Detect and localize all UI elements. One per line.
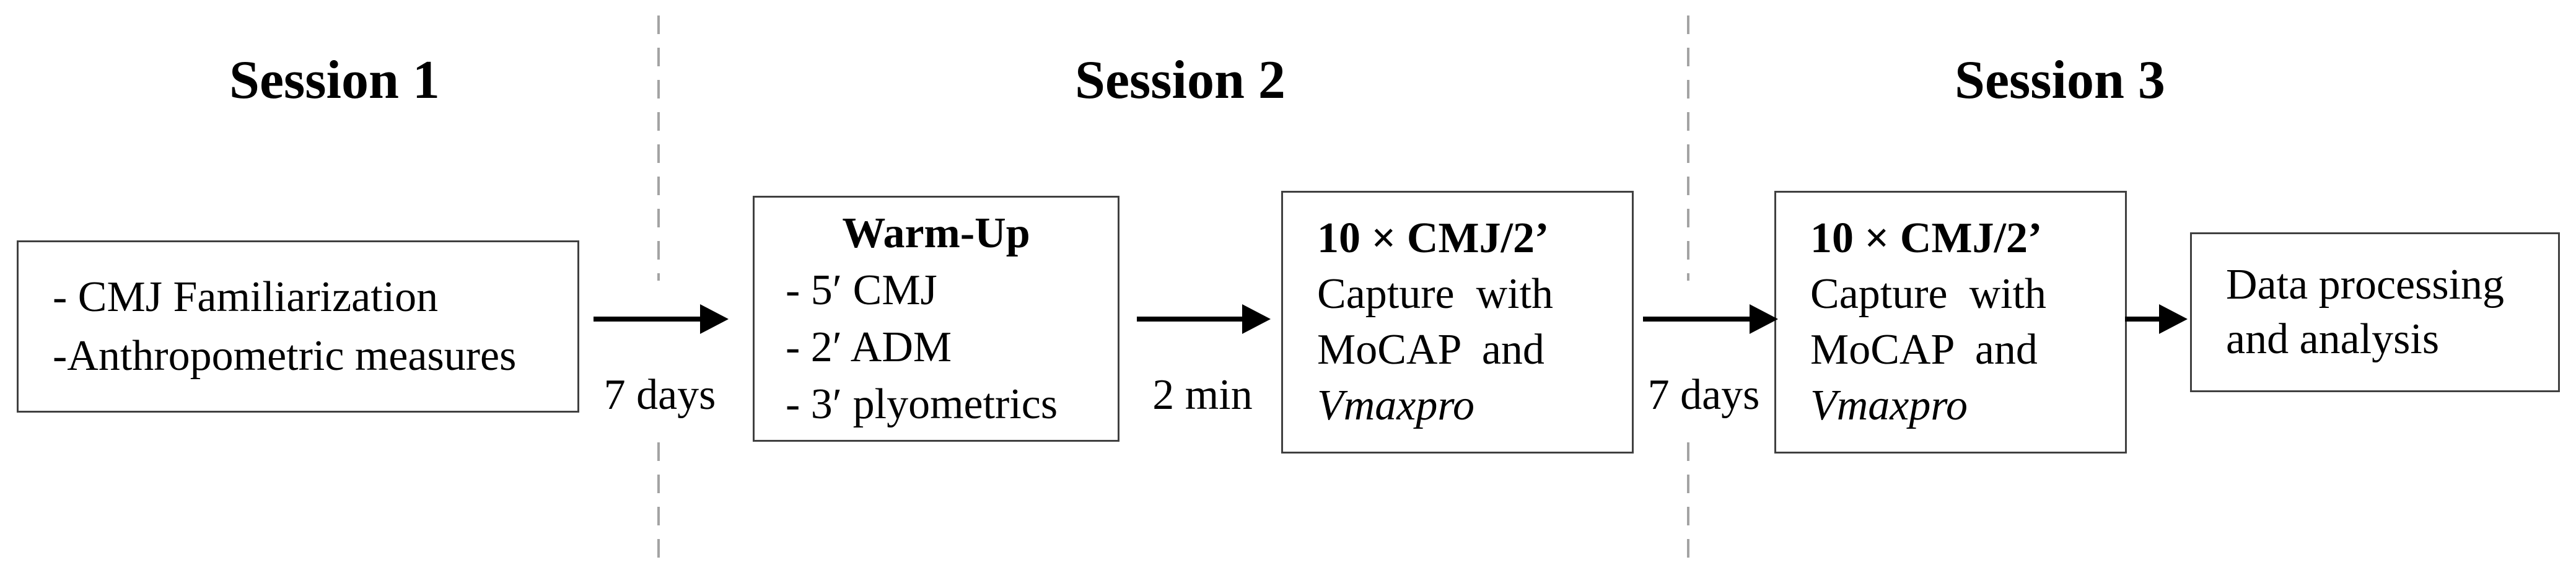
session-divider-1-upper-dashed-line [657,15,660,281]
arrow-right-head-icon [2159,304,2188,334]
vmaxpro-line: Vmaxpro [1810,382,1968,429]
data-processing-line: Data processing [2226,261,2505,309]
arrow-right-icon [594,317,700,322]
interval-label-7-days-2: 7 days [1647,371,1760,419]
warmup-heading: Warm-Up [842,209,1030,257]
warmup-box: Warm-Up - 5′ CMJ - 2′ ADM - 3′ plyometri… [753,196,1119,442]
session-divider-1-lower-dashed-line [657,442,660,558]
arrow-right-head-icon [1750,304,1778,334]
interval-label-2-min: 2 min [1152,371,1253,419]
warmup-item-plyometrics: - 3′ plyometrics [786,380,1058,428]
and-analysis-line: and analysis [2226,315,2440,363]
arrow-right-icon [1643,317,1750,322]
cmj-capture-box-session3: 10 × CMJ/2’ Capture with MoCAP and Vmaxp… [1774,191,2127,454]
arrow-right-head-icon [700,304,729,334]
warmup-item-adm: - 2′ ADM [786,323,952,371]
anthropometric-measures-item: -Anthropometric measures [53,332,517,380]
warmup-item-cmj: - 5′ CMJ [786,266,937,314]
mocap-and-line: MoCAP and [1810,326,2038,374]
arrow-right-icon [2125,317,2159,322]
interval-label-7-days-1: 7 days [603,371,716,419]
arrow-right-icon [1137,317,1242,322]
capture-with-line: Capture with [1317,270,1554,318]
arrow-right-head-icon [1242,304,1271,334]
cmj-familiarization-item: - CMJ Familiarization [53,273,439,321]
session-1-title: Session 1 [229,50,440,110]
session1-activities-box: - CMJ Familiarization -Anthropometric me… [17,240,579,413]
session-divider-2-lower-dashed-line [1687,442,1689,558]
mocap-and-line: MoCAP and [1317,326,1544,374]
cmj-protocol-heading: 10 × CMJ/2’ [1810,214,2043,262]
data-processing-box: Data processing and analysis [2190,232,2560,392]
cmj-protocol-heading: 10 × CMJ/2’ [1317,214,1549,262]
vmaxpro-line: Vmaxpro [1317,382,1475,429]
session-divider-2-upper-dashed-line [1687,15,1689,281]
session-2-title: Session 2 [1075,50,1286,110]
capture-with-line: Capture with [1810,270,2047,318]
cmj-capture-box-session2: 10 × CMJ/2’ Capture with MoCAP and Vmaxp… [1281,191,1634,454]
session-3-title: Session 3 [1955,50,2165,110]
